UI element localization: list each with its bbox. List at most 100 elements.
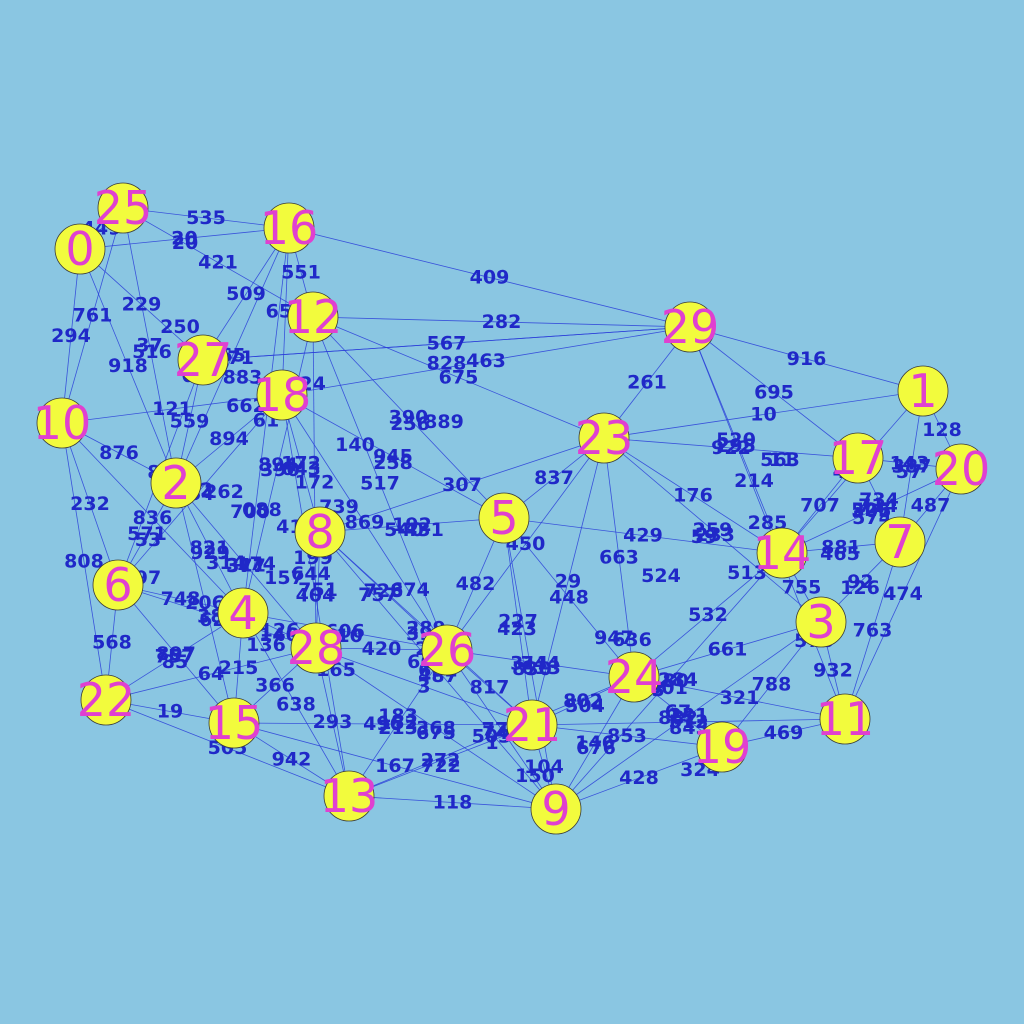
graph-node-22[interactable]: 22 — [77, 673, 136, 727]
edge-weight-label: 409 — [470, 267, 510, 289]
node-circle[interactable] — [874, 516, 926, 568]
edge-weight-label: 707 — [800, 495, 840, 517]
graph-node-11[interactable]: 11 — [816, 692, 875, 746]
edge-10-18 — [61, 394, 283, 424]
node-circle[interactable] — [832, 432, 884, 484]
edge-weight-label: 256 — [390, 413, 430, 435]
node-circle[interactable] — [530, 783, 582, 835]
graph-node-24[interactable]: 24 — [605, 650, 664, 704]
edge-weight-label: 423 — [497, 618, 537, 640]
graph-node-23[interactable]: 23 — [575, 411, 634, 465]
edge-weight-label: 503 — [472, 726, 512, 748]
node-circle[interactable] — [80, 674, 132, 726]
graph-node-14[interactable]: 14 — [753, 526, 812, 580]
node-circle[interactable] — [150, 457, 202, 509]
node-circle[interactable] — [208, 697, 260, 749]
edge-weight-label: 390 — [389, 407, 429, 429]
edge-weight-label: 233 — [695, 524, 735, 546]
node-circle[interactable] — [819, 693, 871, 745]
graph-node-20[interactable]: 20 — [932, 442, 991, 496]
node-label: 24 — [605, 650, 664, 704]
edge-weight-label: 3 — [417, 676, 430, 698]
graph-node-17[interactable]: 17 — [829, 431, 888, 485]
graph-node-21[interactable]: 21 — [503, 698, 562, 752]
edge-weight-label: 272 — [421, 750, 461, 772]
edge-25-2 — [122, 207, 177, 484]
edge-weight-label: 85 — [162, 651, 188, 673]
graph-node-26[interactable]: 26 — [418, 623, 477, 677]
node-circle[interactable] — [294, 506, 346, 558]
graph-node-8[interactable]: 8 — [294, 505, 346, 559]
edge-weight-label: 918 — [108, 355, 148, 377]
node-circle[interactable] — [256, 369, 308, 421]
node-circle[interactable] — [290, 622, 342, 674]
node-circle[interactable] — [696, 721, 748, 773]
graph-node-3[interactable]: 3 — [795, 595, 847, 649]
edge-weight-label: 174 — [236, 553, 276, 575]
edge-weight-label: 146 — [575, 732, 615, 754]
node-label: 22 — [77, 673, 136, 727]
node-circle[interactable] — [664, 301, 716, 353]
graph-node-29[interactable]: 29 — [661, 300, 720, 354]
graph-node-25[interactable]: 25 — [94, 181, 153, 235]
edge-weight-label: 59 — [691, 526, 717, 548]
node-circle[interactable] — [54, 223, 106, 275]
node-circle[interactable] — [217, 587, 269, 639]
node-circle[interactable] — [608, 651, 660, 703]
node-circle[interactable] — [323, 770, 375, 822]
edge-weight-label: 143 — [890, 453, 930, 475]
node-label: 26 — [418, 623, 477, 677]
node-circle[interactable] — [263, 202, 315, 254]
node-circle[interactable] — [421, 624, 473, 676]
graph-node-28[interactable]: 28 — [287, 621, 346, 675]
graph-node-2[interactable]: 2 — [150, 456, 202, 510]
graph-node-5[interactable]: 5 — [478, 491, 530, 545]
node-circle[interactable] — [97, 182, 149, 234]
edge-weight-label: 512 — [669, 711, 709, 733]
node-circle[interactable] — [897, 365, 949, 417]
graph-node-9[interactable]: 9 — [530, 782, 582, 836]
edge-weight-label: 136 — [246, 634, 286, 656]
graph-node-18[interactable]: 18 — [253, 368, 312, 422]
graph-node-6[interactable]: 6 — [92, 558, 144, 612]
edge-weight-label: 67 — [665, 701, 691, 723]
edge-weight-label: 428 — [619, 767, 659, 789]
node-circle[interactable] — [36, 397, 88, 449]
graph-node-13[interactable]: 13 — [320, 769, 379, 823]
edge-20-14 — [781, 468, 962, 554]
edge-12-5 — [312, 316, 505, 519]
node-circle[interactable] — [177, 334, 229, 386]
graph-node-10[interactable]: 10 — [33, 396, 92, 450]
node-circle[interactable] — [92, 559, 144, 611]
graph-node-27[interactable]: 27 — [174, 333, 233, 387]
edge-weight-label: 118 — [433, 792, 473, 814]
edge-23-21 — [531, 437, 605, 726]
edge-weight-label: 916 — [787, 348, 827, 370]
graph-node-15[interactable]: 15 — [205, 696, 264, 750]
edge-weight-label: 258 — [373, 452, 413, 474]
edge-11-7 — [844, 541, 901, 720]
edges-layer — [61, 207, 962, 810]
node-circle[interactable] — [506, 699, 558, 751]
edge-weight-label: 128 — [922, 419, 962, 441]
graph-node-12[interactable]: 12 — [284, 290, 343, 344]
edge-16-27 — [202, 227, 290, 361]
graph-node-0[interactable]: 0 — [54, 222, 106, 276]
node-circle[interactable] — [578, 412, 630, 464]
edge-weight-label: 532 — [688, 604, 728, 626]
graph-node-1[interactable]: 1 — [897, 364, 949, 418]
node-label: 9 — [541, 782, 570, 836]
graph-node-19[interactable]: 19 — [693, 720, 752, 774]
node-circle[interactable] — [756, 527, 808, 579]
graph-node-7[interactable]: 7 — [874, 515, 926, 569]
node-circle[interactable] — [287, 291, 339, 343]
node-circle[interactable] — [935, 443, 987, 495]
edge-16-4 — [242, 227, 290, 614]
graph-node-16[interactable]: 16 — [260, 201, 319, 255]
edge-23-14 — [603, 437, 783, 554]
node-circle[interactable] — [478, 492, 530, 544]
graph-node-4[interactable]: 4 — [217, 586, 269, 640]
edge-weight-label: 231 — [669, 705, 709, 727]
node-circle[interactable] — [795, 596, 847, 648]
